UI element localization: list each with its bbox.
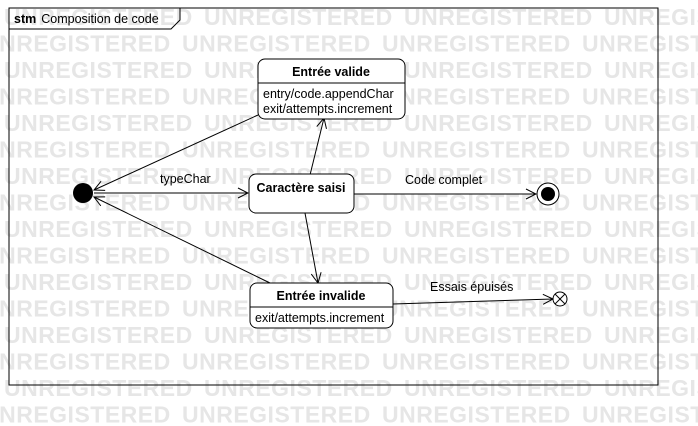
watermark-text: UNREGISTERED bbox=[404, 110, 593, 136]
diagram-frame bbox=[8, 7, 659, 386]
watermark-text: UNREGISTERED bbox=[182, 349, 371, 375]
terminate-state[interactable] bbox=[552, 291, 568, 307]
watermark-text: UNREGISTERED bbox=[604, 322, 698, 348]
watermark-text: UNREGISTERED bbox=[404, 163, 593, 189]
watermark-text: UNREGISTERED bbox=[582, 296, 698, 322]
watermark-text: UNREGISTERED bbox=[4, 57, 193, 83]
watermark-text: UNREGISTERED bbox=[4, 322, 193, 348]
watermark-text: UNREGISTERED bbox=[382, 84, 571, 110]
watermark-text: UNREGISTERED bbox=[404, 57, 593, 83]
watermark-text: UNREGISTERED bbox=[0, 243, 171, 269]
watermark-text: UNREGISTERED bbox=[382, 137, 571, 163]
watermark-text: UNREGISTERED bbox=[382, 402, 571, 426]
watermark-text: UNREGISTERED bbox=[582, 31, 698, 57]
frame-label: stm Composition de code bbox=[14, 12, 159, 26]
watermark-text: UNREGISTERED bbox=[182, 137, 371, 163]
watermark-text: UNREGISTERED bbox=[0, 402, 171, 426]
watermark-text: UNREGISTERED bbox=[4, 269, 193, 295]
initial-state[interactable] bbox=[73, 183, 93, 203]
watermark-text: UNREGISTERED bbox=[404, 216, 593, 242]
watermark-text: UNREGISTERED bbox=[404, 269, 593, 295]
watermark-text: UNREGISTERED bbox=[582, 402, 698, 426]
final-state-dot bbox=[541, 187, 555, 201]
watermark-text: UNREGISTERED bbox=[382, 349, 571, 375]
watermark-text: UNREGISTERED bbox=[204, 375, 393, 401]
watermark-text: UNREGISTERED bbox=[182, 243, 371, 269]
watermark-text: UNREGISTERED bbox=[0, 84, 171, 110]
state-entree-valide[interactable]: Entrée valide entry/code.appendChar exit… bbox=[257, 58, 406, 120]
frame-name: Composition de code bbox=[41, 12, 158, 26]
watermark-text: UNREGISTERED bbox=[404, 375, 593, 401]
state-entree-valide-box bbox=[257, 58, 406, 120]
state-caractere-saisi[interactable]: Caractère saisi bbox=[248, 173, 355, 214]
watermark-text: UNREGISTERED bbox=[382, 243, 571, 269]
state-entree-valide-title: Entrée valide bbox=[292, 65, 370, 79]
label-code-complet: Code complet bbox=[405, 173, 483, 187]
watermark-text: UNREGISTERED bbox=[604, 375, 698, 401]
watermark-text: UNREGISTERED bbox=[582, 349, 698, 375]
watermark-text: UNREGISTERED bbox=[0, 296, 171, 322]
label-typechar: typeChar bbox=[160, 172, 211, 186]
watermark-text: UNREGISTERED bbox=[4, 216, 193, 242]
state-caractere-saisi-title: Caractère saisi bbox=[257, 181, 346, 195]
watermark-text: UNREGISTERED bbox=[0, 137, 171, 163]
transition-invalide-to-initial[interactable] bbox=[94, 197, 271, 284]
terminate-cross-b bbox=[554, 293, 566, 305]
watermark-text: UNREGISTERED bbox=[604, 269, 698, 295]
state-entree-invalide-box bbox=[249, 282, 394, 329]
transition-saisi-to-invalide[interactable] bbox=[304, 212, 318, 283]
transition-saisi-to-valide[interactable] bbox=[309, 118, 324, 176]
transition-essais-epuises[interactable] bbox=[392, 299, 553, 304]
label-essais-epuises: Essais épuisés bbox=[430, 280, 513, 294]
watermark-text: UNREGISTERED bbox=[0, 31, 171, 57]
frame-keyword: stm bbox=[14, 12, 36, 26]
watermark-text: UNREGISTERED bbox=[204, 216, 393, 242]
state-entree-valide-exit: exit/attempts.increment bbox=[263, 102, 393, 116]
state-caractere-saisi-box bbox=[248, 173, 355, 214]
state-entree-invalide[interactable]: Entrée invalide exit/attempts.increment bbox=[249, 282, 394, 329]
watermark-text: UNREGISTERED bbox=[604, 216, 698, 242]
watermark-text: UNREGISTERED bbox=[582, 84, 698, 110]
watermark-text: UNREGISTERED bbox=[182, 31, 371, 57]
watermark-text: UNREGISTERED bbox=[582, 243, 698, 269]
watermark-text: UNREGISTERED bbox=[382, 31, 571, 57]
watermark-text: UNREGISTERED bbox=[604, 163, 698, 189]
transition-valide-to-initial[interactable] bbox=[94, 114, 259, 190]
watermark-text: UNREGISTERED bbox=[0, 349, 171, 375]
watermark-text: UNREGISTERED bbox=[404, 322, 593, 348]
watermark-text: UNREGISTERED bbox=[182, 402, 371, 426]
watermark-text: UNREGISTERED bbox=[582, 190, 698, 216]
state-entree-valide-entry: entry/code.appendChar bbox=[263, 87, 394, 101]
watermark-text: UNREGISTERED bbox=[582, 137, 698, 163]
state-entree-invalide-exit: exit/attempts.increment bbox=[255, 311, 385, 325]
watermark-text: UNREGISTERED bbox=[4, 375, 193, 401]
frame-label-tab bbox=[9, 8, 181, 30]
final-state[interactable] bbox=[536, 182, 560, 206]
state-entree-invalide-title: Entrée invalide bbox=[277, 289, 366, 303]
watermark-text: UNREGISTERED bbox=[604, 110, 698, 136]
watermark-text: UNREGISTERED bbox=[604, 57, 698, 83]
watermark-text: UNREGISTERED bbox=[4, 110, 193, 136]
